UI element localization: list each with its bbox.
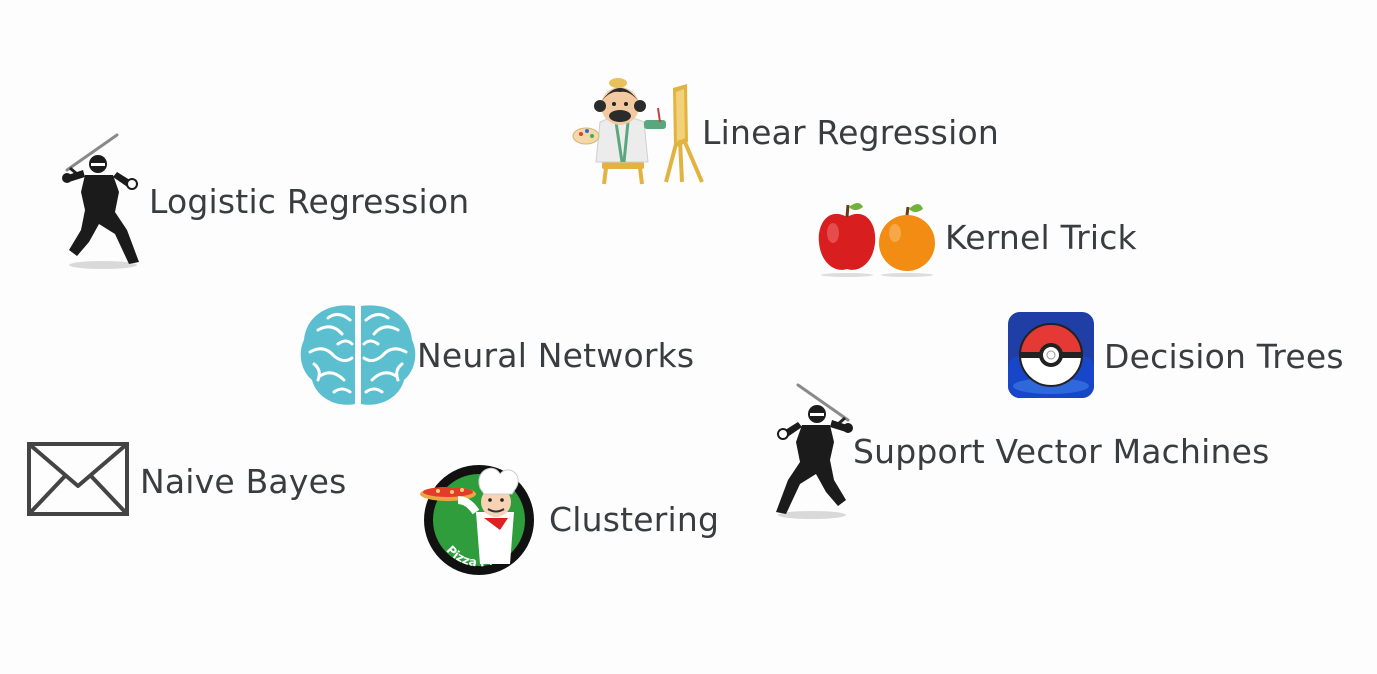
pizza-chef-logo-icon: Pizza Place: [418, 460, 540, 580]
decision-trees-label: Decision Trees: [1104, 337, 1344, 376]
logistic-regression-item: Logistic Regression: [55, 130, 495, 270]
ninja-icon: [765, 380, 860, 520]
support-vector-machines-item: Support Vector Machines: [765, 380, 1310, 520]
linear-regression-item: Linear Regression: [570, 78, 1030, 188]
brain-icon: [298, 300, 418, 410]
support-vector-machines-label: Support Vector Machines: [853, 432, 1270, 471]
apple-and-orange-icon: [815, 197, 940, 277]
clustering-label: Clustering: [549, 500, 720, 539]
neural-networks-label: Neural Networks: [417, 336, 695, 375]
naive-bayes-label: Naive Bayes: [140, 462, 347, 501]
envelope-icon: [25, 440, 133, 520]
painter-with-easel-icon: [570, 78, 710, 188]
clustering-item: Pizza Place Clustering: [418, 460, 738, 580]
pokeball-app-icon: [1008, 312, 1095, 399]
neural-networks-item: Neural Networks: [298, 300, 728, 410]
linear-regression-label: Linear Regression: [702, 113, 999, 152]
kernel-trick-item: Kernel Trick: [815, 197, 1165, 277]
naive-bayes-item: Naive Bayes: [25, 440, 370, 520]
kernel-trick-label: Kernel Trick: [945, 218, 1137, 257]
decision-trees-item: Decision Trees: [1008, 312, 1373, 402]
ninja-icon: [55, 130, 150, 270]
logistic-regression-label: Logistic Regression: [149, 182, 470, 221]
